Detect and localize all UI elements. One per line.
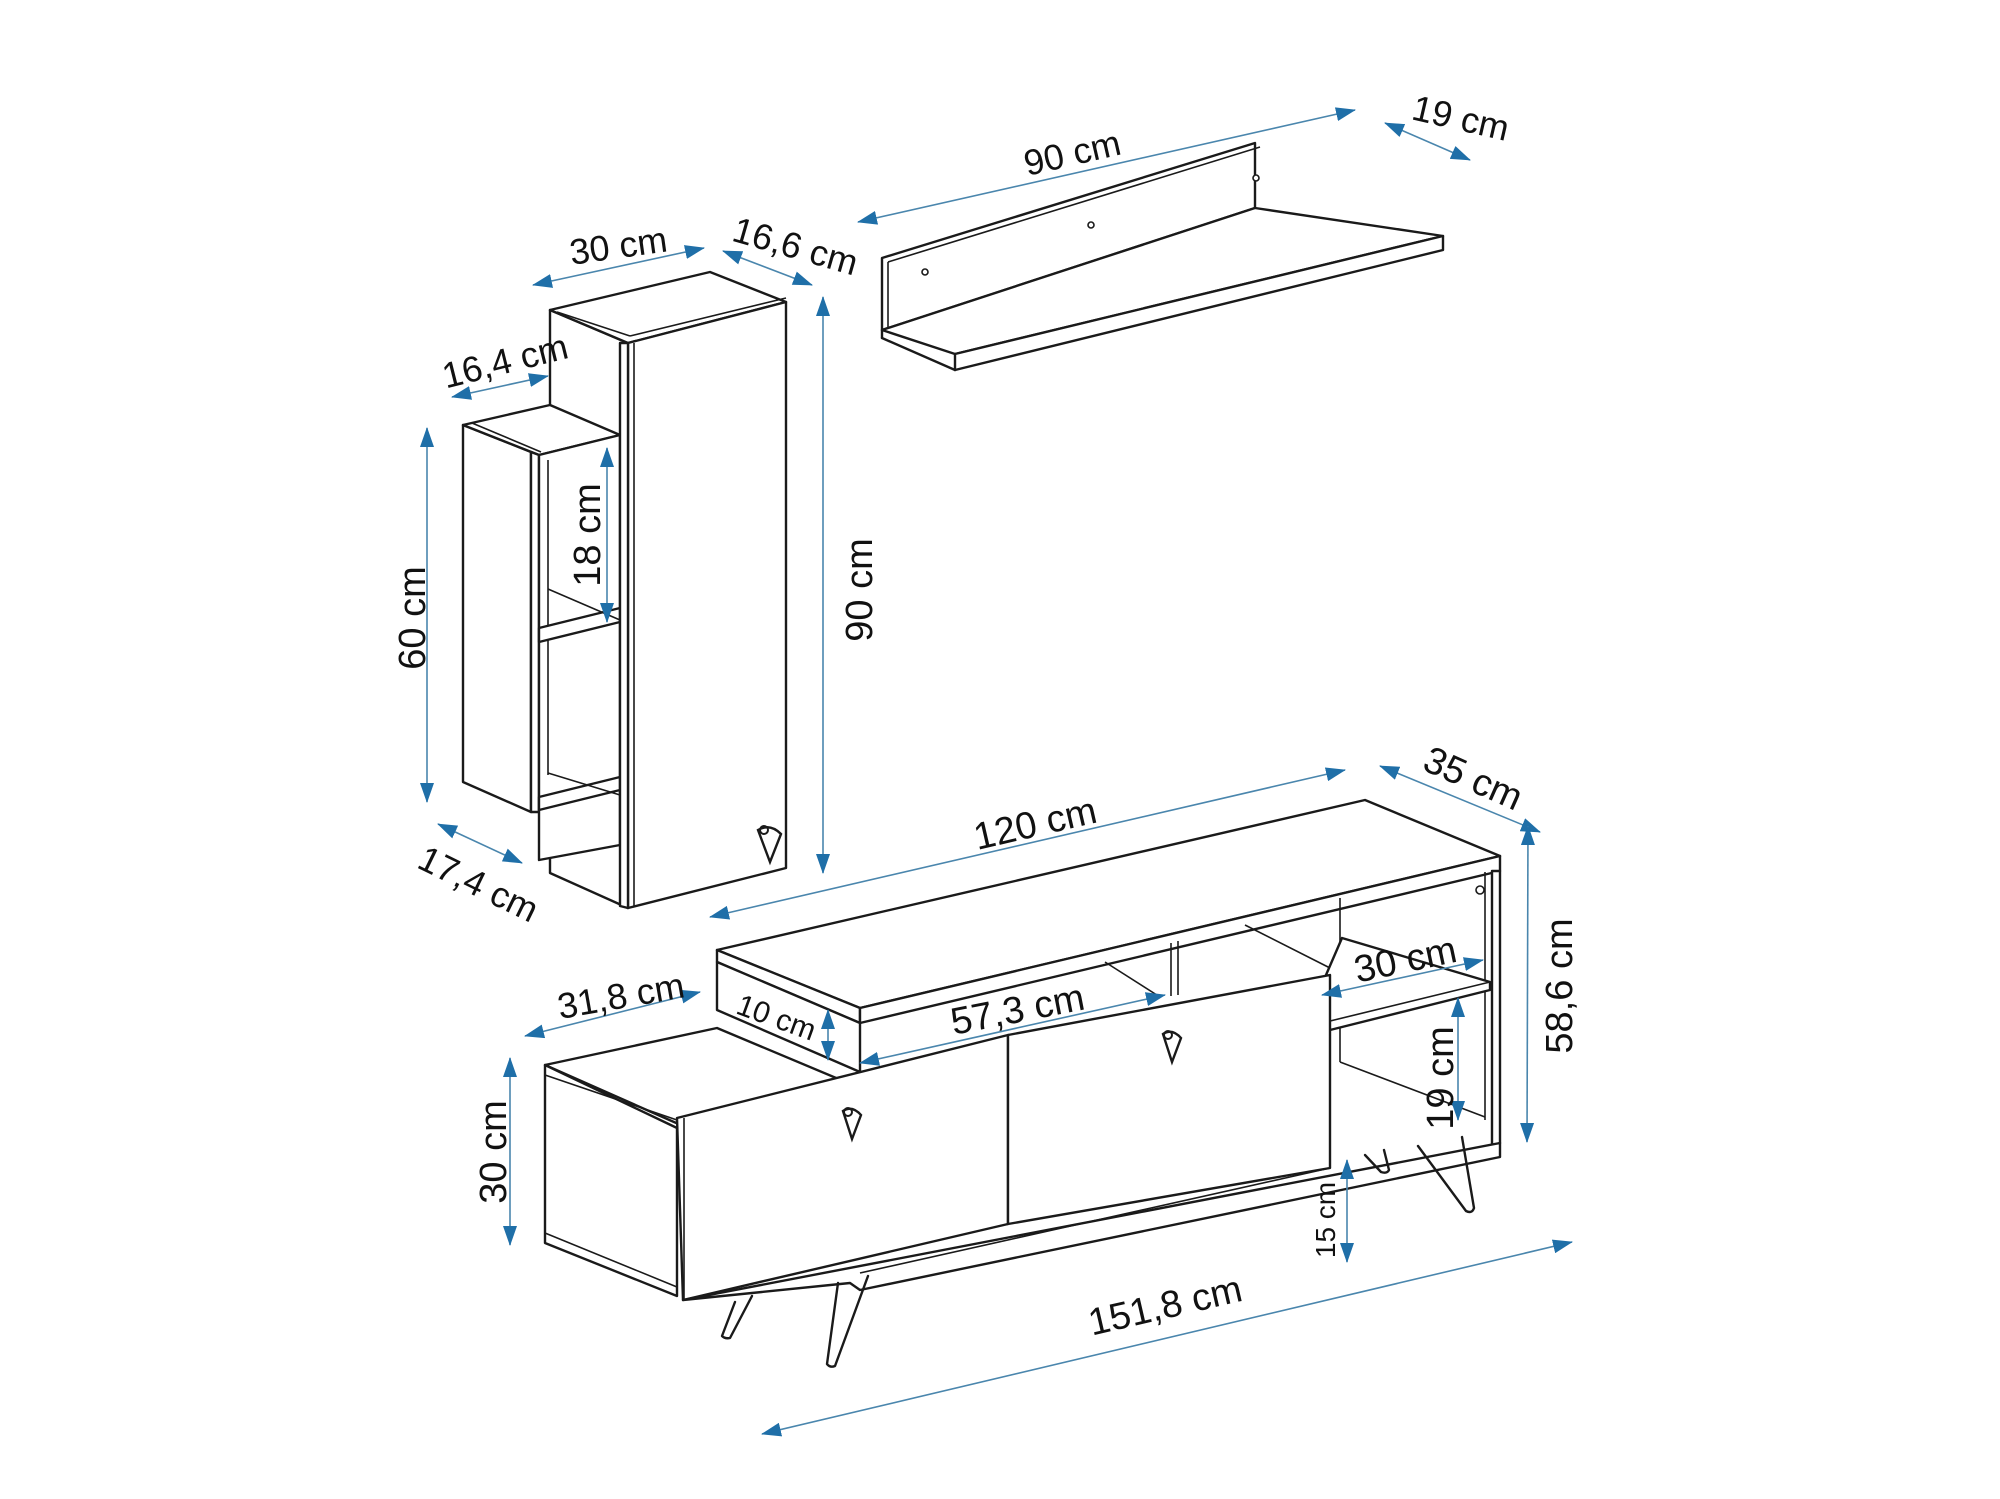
label-top-width: 120 cm [970,790,1101,859]
label-left-depth: 31,8 cm [554,964,687,1027]
tv-stand-leg [1416,1135,1476,1214]
mounting-hole-icon [1252,174,1260,182]
dimension-arrow-center-opening [859,992,1166,1066]
dimension-arrow-cabinet-width [532,245,705,288]
tv-stand-leg [1363,1148,1391,1174]
dimension-arrow-stand-depth [1379,765,1541,833]
cable-hole-icon [1475,885,1485,895]
tv-stand-leg [720,1294,754,1340]
dimension-arrow-total-width [761,1239,1573,1437]
dimension-arrow-left-depth [524,989,701,1039]
dimension-arrow-total-height [1520,825,1535,1143]
wall-shelf [880,141,1445,372]
dimension-arrow-cabinet-depth [722,250,813,286]
tall-cabinet-door [626,300,788,910]
label-cabinet-width: 30 cm [567,218,670,272]
label-cabinet-depth: 16,6 cm [728,209,862,284]
label-stand-depth: 35 cm [1417,739,1529,819]
label-compartment-height: 18 cm [567,483,609,586]
mounting-hole-icon [921,268,929,276]
dimension-arrow-shelf-depth [1384,122,1471,161]
dimension-arrow-right-shelf-width [1321,957,1484,998]
label-side-depth: 17,4 cm [412,837,545,930]
label-side-height: 60 cm [392,566,434,669]
label-total-height: 58,6 cm [1539,918,1581,1053]
dimension-arrow-side-depth [437,823,523,864]
dimension-arrow-top-width [709,767,1346,920]
mounting-hole-icon [1087,221,1095,229]
dimension-arrow-side-width [451,373,549,400]
label-right-compartment-height: 19 cm [1420,1026,1462,1129]
label-left-body-height: 30 cm [473,1100,515,1203]
label-total-width: 151,8 cm [1084,1268,1246,1344]
side-shelf [461,403,622,862]
door-handle-icon [841,1107,863,1143]
tv-stand-leg [825,1274,870,1368]
dimension-arrow-shelf-width [857,107,1356,225]
label-leg-height: 15 cm [1310,1182,1341,1258]
side-shelf-panel [461,423,533,814]
tv-stand-left-side [543,1063,679,1298]
label-cabinet-height: 90 cm [839,538,881,641]
